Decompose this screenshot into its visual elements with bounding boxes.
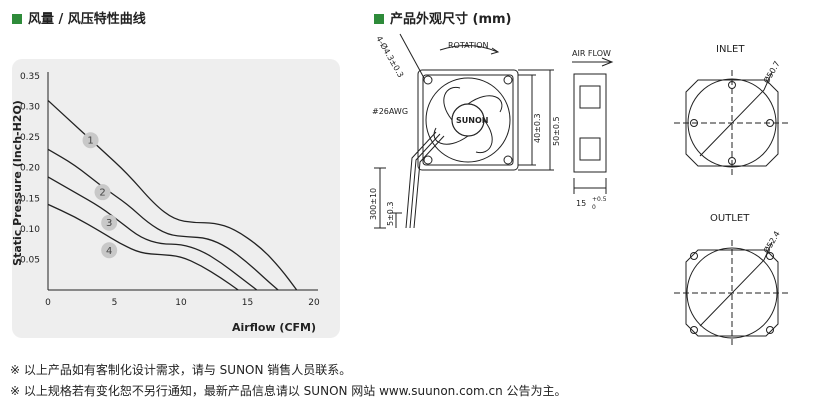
series-line-1 [47,99,298,291]
curve-title-text: 风量 / 风压特性曲线 [28,12,146,27]
dim-300-label: 300±10 [369,188,378,220]
dimension-drawing: 4-Ø4.3±0.3 ROTATION #26AWG SUNON 40±0.3 … [369,33,790,348]
side-view-labels: AIR FLOW 15 +0.5 0 [572,49,611,211]
footnote-1: ※ 以上产品如有客制化设计需求，请与 SUNON 销售人员联系。 [10,363,352,377]
dim-15-tol-bottom: 0 [592,204,596,211]
curve-label-badge [101,214,118,231]
series-line-4 [47,203,239,291]
brand-label: SUNON [456,116,488,125]
curve-label-3: 3 [101,214,118,231]
series-line-3 [47,176,258,291]
x-tick-label: 10 [175,298,187,308]
curve-label-badge [82,132,99,149]
inlet-label: INLET [716,44,745,55]
curve-label-badge [101,242,118,259]
outlet-view [674,240,790,348]
curve-label-2: 2 [94,184,111,201]
dimension-section-title: 产品外观尺寸 (mm) [374,8,512,27]
fan-front-view [374,33,554,229]
x-tick-label: 20 [308,298,320,308]
dim-15-tol-top: +0.5 [592,196,607,203]
dimension-title-text: 产品外观尺寸 (mm) [390,12,512,27]
fan-side-view [572,57,614,194]
rotation-label: ROTATION [448,41,489,50]
curve-label-text: 1 [87,136,93,147]
inlet-view [674,70,790,178]
dim-40-label: 40±0.3 [533,113,542,143]
x-axis-label: Airflow (CFM) [232,321,316,334]
curve-label-badge [94,184,111,201]
chart-panel [12,59,340,338]
series-line-2 [47,148,279,291]
pq-chart: 0 5 10 15 20 0.05 0.10 0.15 0.20 0.25 0.30 0.35Airf… [11,72,320,334]
x-tick-label: 5 [112,298,118,308]
footnote-2: ※ 以上规格若有变化恕不另行通知，最新产品信息请以 SUNON 网站 www.s… [10,384,567,398]
air-flow-label: AIR FLOW [572,49,611,58]
y-tick-label: 0.30 [20,103,40,113]
y-tick-label: 0.05 [20,255,40,265]
y-tick-label: 0.10 [20,225,40,235]
inlet-dia-label: Ø50.7 [761,59,782,85]
front-view-labels: 4-Ø4.3±0.3 ROTATION #26AWG SUNON 40±0.3 … [369,34,561,226]
curve-label-1: 1 [82,132,99,149]
curve-label-text: 2 [99,188,105,199]
hole-spec-label: 4-Ø4.3±0.3 [374,34,406,79]
curve-section-title: 风量 / 风压特性曲线 [12,8,146,27]
y-tick-label: 0.15 [20,194,40,204]
x-tick-label: 0 [45,298,51,308]
curve-label-text: 4 [106,246,112,257]
dim-50-label: 50±0.5 [552,116,561,146]
x-tick-label: 15 [242,298,253,308]
green-square-icon [12,14,22,24]
dim-5-label: 5±0.3 [386,201,395,226]
y-tick-label: 0.20 [20,164,40,174]
dim-15-label: 15 [576,199,586,208]
wire-gauge-label: #26AWG [372,107,408,116]
outlet-dia-label: Ø52.4 [761,229,782,255]
y-tick-label: 0.35 [20,72,40,82]
green-square-icon [374,14,384,24]
curve-label-text: 3 [106,218,112,229]
curve-label-4: 4 [101,242,118,259]
y-axis-label: Static Pressure (Inch-H2O) [11,100,24,266]
y-tick-label: 0.25 [20,133,40,143]
outlet-label: OUTLET [710,213,750,224]
